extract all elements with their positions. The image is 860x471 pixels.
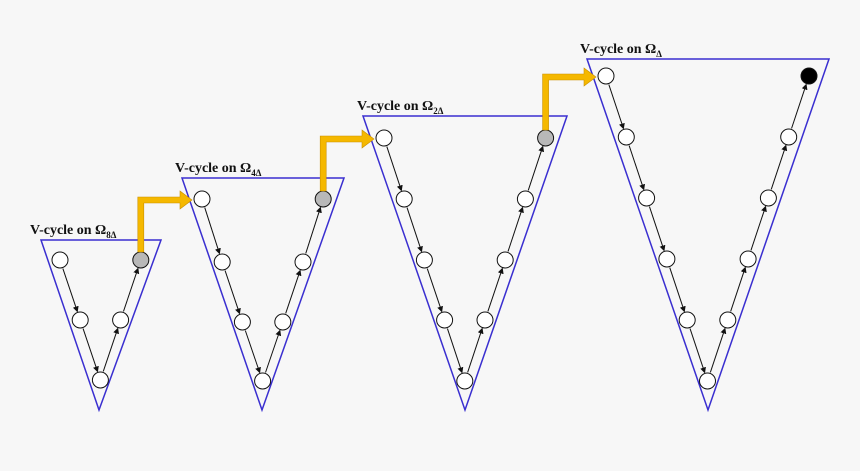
grid-node <box>456 372 474 390</box>
grid-node <box>516 190 534 208</box>
prolongation-arrow <box>709 327 727 373</box>
restriction-arrow <box>82 328 99 373</box>
grid-node <box>375 129 393 147</box>
cycle-label-8d: V-cycle on Ω8Δ <box>30 223 117 240</box>
grid-node <box>739 250 757 268</box>
restriction-arrow <box>426 268 443 313</box>
grid-node <box>780 128 798 146</box>
grid-node <box>678 311 696 329</box>
prolongation-arrow <box>122 267 140 312</box>
grid-node <box>638 189 656 207</box>
restriction-arrow <box>446 328 464 374</box>
grid-node <box>193 190 211 208</box>
prolongation-arrow <box>487 267 504 312</box>
prolongation-arrow <box>750 205 767 251</box>
cycle-label-4d: V-cycle on Ω4Δ <box>175 161 262 178</box>
grid-node <box>71 311 89 329</box>
prolongation-arrow <box>305 206 322 254</box>
grid-node <box>233 313 251 331</box>
restriction-arrow <box>386 146 403 192</box>
transfer-arrow <box>137 190 193 253</box>
cycle-label-d: V-cycle on ΩΔ <box>580 42 662 59</box>
grid-node <box>415 251 433 269</box>
v-cycle-triangle <box>39 239 163 413</box>
grid-node <box>213 253 231 271</box>
cycle-label-2d: V-cycle on Ω2Δ <box>357 99 444 116</box>
prolongation-arrow <box>527 145 545 191</box>
grid-node <box>617 128 635 146</box>
restriction-arrow <box>608 84 625 130</box>
grid-node <box>658 250 676 268</box>
grid-node <box>51 251 69 269</box>
grid-node <box>274 313 292 331</box>
restriction-arrow <box>406 207 423 253</box>
grid-node-end <box>314 190 332 208</box>
prolongation-arrow <box>770 144 788 190</box>
grid-node <box>436 311 454 329</box>
transfer-arrow <box>542 67 597 131</box>
restriction-arrow <box>689 328 706 374</box>
prolongation-arrow <box>285 269 302 314</box>
restriction-arrow <box>669 267 686 313</box>
grid-node <box>91 371 109 389</box>
grid-node <box>112 311 130 329</box>
transfer-arrow <box>319 129 375 192</box>
restriction-arrow <box>224 270 241 315</box>
grid-node <box>294 253 312 271</box>
prolongation-arrow <box>730 266 747 312</box>
prolongation-arrow <box>791 83 808 129</box>
grid-node <box>254 372 272 390</box>
v-cycle-triangle <box>180 177 346 413</box>
prolongation-arrow <box>507 206 524 252</box>
grid-node-end <box>800 67 818 85</box>
prolongation-arrow <box>265 329 282 373</box>
grid-node <box>759 189 777 207</box>
restriction-arrow <box>648 206 666 252</box>
grid-node <box>597 67 615 85</box>
grid-node <box>476 311 494 329</box>
grid-node-end <box>537 129 555 147</box>
restriction-arrow <box>204 207 221 255</box>
grid-node-end <box>132 251 150 269</box>
grid-node <box>719 311 737 329</box>
restriction-arrow <box>62 268 79 313</box>
prolongation-arrow <box>102 327 119 372</box>
grid-node <box>395 190 413 208</box>
v-cycle-triangle <box>585 58 831 413</box>
restriction-arrow <box>244 330 261 374</box>
restriction-arrow <box>628 145 646 191</box>
grid-node <box>496 251 514 269</box>
prolongation-arrow <box>467 327 484 373</box>
grid-node <box>699 372 716 390</box>
v-cycle-triangle <box>361 115 569 413</box>
